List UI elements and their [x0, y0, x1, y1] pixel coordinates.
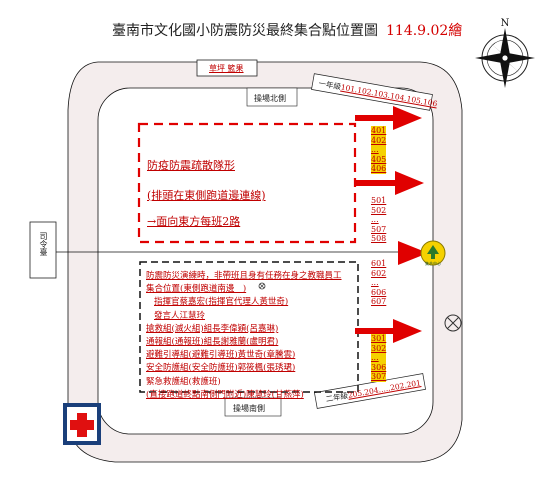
class-label: 602: [371, 268, 387, 278]
duty-notes: 防震防災演練時，非帶班且身有任務在身之教職員工 集合位置(東側跑道南邊 ) 指揮…: [146, 270, 342, 402]
duty-note: 緊急救護組(救護班): [146, 376, 221, 387]
route-line-3: →面向東方每班2路: [147, 215, 241, 228]
tag-north-frame: [311, 73, 433, 111]
north-field-box: [246, 87, 298, 107]
class-label: 507: [371, 224, 387, 234]
staff-zone: [139, 261, 359, 393]
duty-note: 搶救組(滅火組)組長李偉穎(呂嘉琳): [146, 323, 279, 334]
class-label: 508: [371, 234, 387, 244]
class-label: 302: [371, 343, 387, 353]
tag-south-frame: [314, 373, 426, 409]
duty-note: 集合位置(東側跑道南邊 ): [146, 284, 247, 295]
class-column-400: 401 402 ... 405 406: [371, 126, 387, 174]
arrow-400: [355, 106, 422, 130]
first-aid-cross-h: [70, 420, 94, 430]
arrow-300: [355, 319, 422, 343]
top-box-label: 草坪 籃果: [209, 64, 244, 73]
class-label: 607: [371, 297, 387, 307]
class-label: 306: [371, 362, 387, 372]
duty-note: 安全防護組(安全防護班)郭筱楓(張琇珺): [146, 363, 296, 374]
title-text: 臺南市文化國小防震防災最終集合點位置圖: [112, 23, 378, 39]
duty-note: 指揮官蔡嘉宏(指揮官代理人黃世奇): [154, 297, 289, 308]
class-label: 502: [371, 205, 387, 215]
map-title: 臺南市文化國小防震防災最終集合點位置圖 114.9.02繪: [112, 20, 462, 40]
class-label: ...: [371, 353, 379, 363]
class-label: 406: [371, 164, 387, 174]
class-label: 301: [371, 334, 387, 343]
duty-note: (直接跑道終點南側門附近)陳慧玲(甘燕萍): [146, 389, 304, 400]
class-label: 307: [371, 372, 387, 382]
duty-note: 避難引導組(避難引導班)黃世奇(章騰雲): [146, 350, 296, 361]
title-date: 114.9.02繪: [386, 23, 463, 39]
duty-note: 通報組(通報班)組長謝雅蘭(盧明君): [146, 337, 279, 348]
class-label: 606: [371, 287, 387, 297]
class-column-600: 601 602 ... 606 607: [371, 259, 386, 307]
south-field-label: 操場南側: [233, 404, 265, 413]
arrow-600: [398, 241, 428, 265]
command-platform: [29, 221, 57, 279]
north-field-label: 操場北側: [254, 94, 286, 103]
class-label: 405: [371, 154, 387, 164]
class-label: 402: [371, 135, 387, 145]
duty-note: 防震防災演練時，非帶班且身有任務在身之教職員工: [146, 271, 342, 281]
arrow-500: [355, 171, 424, 195]
class-label: 501: [371, 196, 387, 205]
command-station-label: 司令臺: [39, 232, 48, 256]
class-column-500: 501 502 ... 507 508: [371, 196, 386, 244]
class-label: 401: [371, 126, 387, 135]
compass-letter: N: [501, 18, 510, 29]
route-line-1: 防疫防震疏散隊形: [147, 159, 235, 172]
assembly-marker-arrow: [427, 245, 439, 259]
south-field-box: [224, 397, 282, 417]
exit-circle: [444, 314, 462, 332]
field-center-mark: [258, 282, 266, 290]
route-line-2: (排頭在東側跑道邊連線): [147, 189, 266, 202]
class-label: ...: [371, 278, 379, 288]
class-label: ...: [371, 215, 379, 225]
exit-circle-cross: [447, 317, 459, 329]
field-center-cross: [259, 283, 265, 289]
class-label: 601: [371, 259, 387, 268]
compass-rose-icon: [475, 28, 535, 88]
duty-note: 發言人江慧玲: [154, 310, 206, 321]
class-column-300: 301 302 ... 306 307: [371, 334, 387, 382]
assembly-marker-label: 集合中心: [425, 260, 441, 266]
top-box: [196, 59, 258, 77]
class-label: ...: [371, 145, 379, 155]
